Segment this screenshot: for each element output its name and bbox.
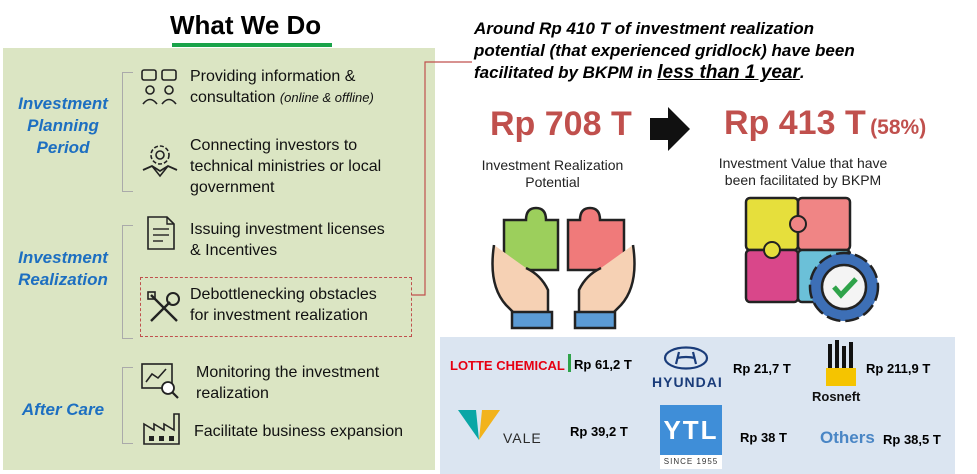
phase-realization-label: Investment Realization xyxy=(8,247,118,291)
lotte-chemical-logo: LOTTE CHEMICAL xyxy=(450,358,565,373)
rosneft-emblem-icon xyxy=(826,340,856,386)
phase-planning-line2: Planning xyxy=(27,116,99,135)
potential-label-line1: Investment Realization xyxy=(481,157,624,173)
facilitated-percentage: (58%) xyxy=(870,116,927,139)
factory-icon xyxy=(142,410,182,446)
others-amount: Rp 38,5 T xyxy=(883,432,941,447)
item-debottlenecking: Debottlenecking obstacles for investment… xyxy=(190,284,410,326)
phase-planning-line1: Investment xyxy=(18,94,108,113)
item-information-note: (online & offline) xyxy=(279,90,374,105)
item-issuing-line1: Issuing investment licenses xyxy=(190,221,385,238)
phase-planning-line3: Period xyxy=(36,138,90,157)
lotte-chemical-name: LOTTE CHEMICAL xyxy=(450,358,565,373)
phase-aftercare-label: After Care xyxy=(21,400,105,419)
phase-realization-line1: Investment xyxy=(18,248,108,267)
bracket-aftercare xyxy=(122,367,133,444)
headline-line2: potential (that experienced gridlock) ha… xyxy=(474,41,855,60)
headline: Around Rp 410 T of investment realizatio… xyxy=(474,18,969,84)
facilitated-value-group: Rp 413 T (58%) xyxy=(724,104,926,143)
item-issuing-licenses: Issuing investment licenses & Incentives xyxy=(190,219,430,261)
hyundai-name: HYUNDAI xyxy=(652,374,723,390)
phase-realization-line2: Realization xyxy=(18,270,108,289)
services-panel xyxy=(3,48,435,470)
page-title: What We Do xyxy=(170,10,322,40)
item-connecting-investors: Connecting investors to technical minist… xyxy=(190,135,430,198)
potential-label-line2: Potential xyxy=(525,174,580,190)
rosneft-name: Rosneft xyxy=(812,389,861,404)
item-connecting-line2: technical ministries or local xyxy=(190,158,382,175)
handshake-gear-icon xyxy=(140,140,180,180)
hyundai-amount: Rp 21,7 T xyxy=(733,361,791,376)
puzzle-gear-icon xyxy=(744,196,880,323)
vale-emblem-icon xyxy=(458,410,500,440)
item-information-line2: consultation xyxy=(190,89,276,106)
item-issuing-line2: & Incentives xyxy=(190,242,278,259)
ytl-logo: YTL SINCE 1955 xyxy=(660,405,722,469)
item-information-line1: Providing information & xyxy=(190,68,356,85)
bracket-planning xyxy=(122,72,133,192)
hands-puzzle-icon xyxy=(491,206,636,330)
lotte-chemical-amount: Rp 61,2 T xyxy=(574,357,632,372)
tools-wrench-icon xyxy=(146,290,182,326)
facilitated-label-line2: been facilitated by BKPM xyxy=(724,172,882,188)
item-business-expansion: Facilitate business expansion xyxy=(194,423,404,440)
ytl-tagline: SINCE 1955 xyxy=(663,457,719,466)
headline-line1: Around Rp 410 T of investment realizatio… xyxy=(474,19,815,38)
rosneft-amount: Rp 211,9 T xyxy=(866,361,931,376)
right-arrow-icon xyxy=(650,107,690,151)
highlight-box xyxy=(140,277,412,337)
item-debottlenecking-line1: Debottlenecking obstacles xyxy=(190,286,377,303)
item-monitoring-line2: realization xyxy=(196,385,269,402)
title-underline xyxy=(172,43,332,47)
hyundai-emblem-icon xyxy=(663,346,709,370)
potential-label: Investment Realization Potential xyxy=(460,157,645,191)
item-connecting-line1: Connecting investors to xyxy=(190,137,358,154)
monitoring-chart-icon xyxy=(140,362,180,400)
item-debottlenecking-line2: for investment realization xyxy=(190,307,368,324)
vale-amount: Rp 39,2 T xyxy=(570,424,628,439)
ytl-amount: Rp 38 T xyxy=(740,430,787,445)
vale-name: VALE xyxy=(503,430,542,446)
phase-planning-label: Investment Planning Period xyxy=(8,93,118,159)
headline-line3: facilitated by BKPM in xyxy=(474,63,653,82)
document-license-icon xyxy=(145,215,177,251)
item-information-consultation: Providing information & consultation (on… xyxy=(190,66,430,108)
bracket-realization xyxy=(122,225,133,339)
item-monitoring-line1: Monitoring the investment xyxy=(196,364,380,381)
headline-period: . xyxy=(799,63,805,82)
lotte-chemical-accent xyxy=(568,354,571,372)
item-monitoring: Monitoring the investment realization xyxy=(196,362,426,404)
facilitated-value: Rp 413 T xyxy=(724,104,866,142)
others-label: Others xyxy=(820,428,875,447)
facilitated-label-line1: Investment Value that have xyxy=(718,155,888,171)
item-connecting-line3: government xyxy=(190,179,275,196)
potential-value: Rp 708 T xyxy=(490,105,632,143)
facilitated-label: Investment Value that have been facilita… xyxy=(703,155,903,189)
ytl-name: YTL xyxy=(660,405,722,455)
headline-emphasis: less than 1 year xyxy=(657,62,800,83)
consultation-icon xyxy=(140,68,180,106)
